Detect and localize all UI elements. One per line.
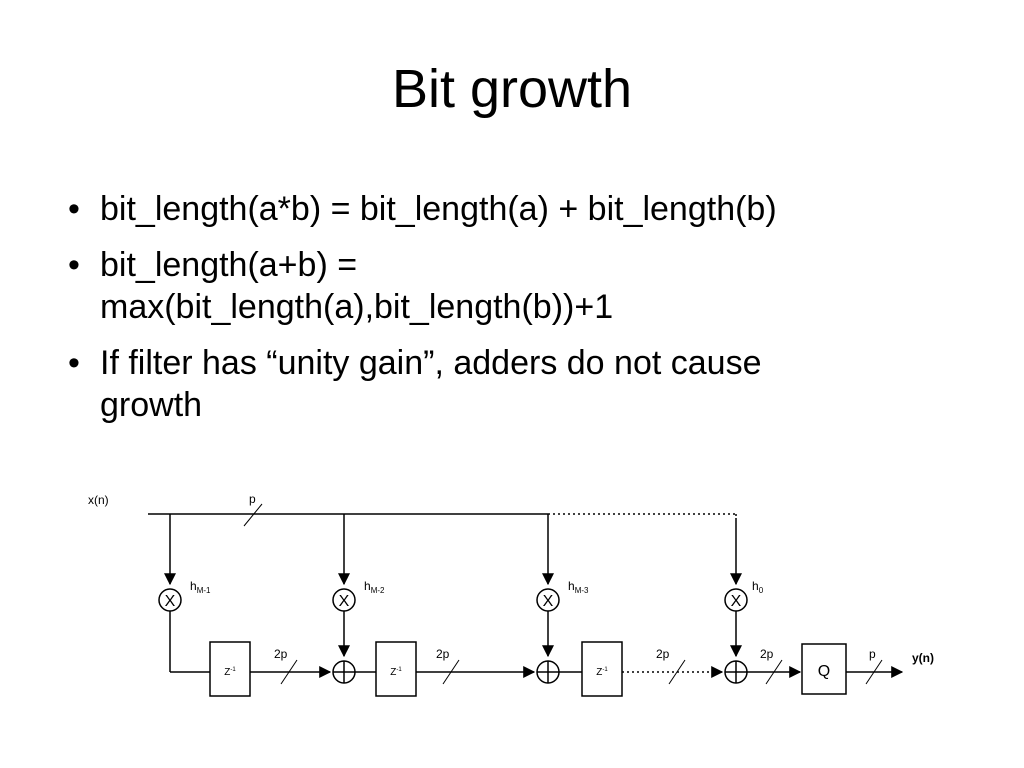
svg-text:Z-1: Z-1 (390, 667, 402, 678)
width-slash-3 (668, 659, 686, 685)
coeff-label-2: hM-2 (364, 579, 385, 595)
adder-2 (536, 660, 560, 684)
multiplier-symbol: X (543, 593, 554, 610)
bullet-text: max(bit_length(a),bit_length(b))+1 (100, 288, 614, 326)
bullet-text: If filter has “unity gain”, adders do no… (100, 344, 762, 382)
coeff-label-1: hM-1 (190, 579, 211, 595)
wire-width-label-5: p (869, 647, 876, 661)
multiplier-3: X (536, 588, 560, 612)
input-width-slash (243, 503, 263, 527)
coeff-label-3: hM-3 (568, 579, 589, 595)
bullet-dot: • (68, 344, 80, 382)
wire-width-label-3: 2p (656, 647, 670, 661)
wire-width-label-4: 2p (760, 647, 774, 661)
input-width-label: p (249, 492, 256, 506)
bullet-dot: • (68, 190, 80, 228)
wire-width-label-2: 2p (436, 647, 450, 661)
width-slash-1 (280, 659, 298, 685)
multiplier-2: X (332, 588, 356, 612)
bullet-text: bit_length(a*b) = bit_length(a) + bit_le… (100, 190, 777, 228)
delay-block-3: Z-1 (581, 641, 623, 697)
bullet-item-1: • bit_length(a*b) = bit_length(a) + bit_… (62, 188, 982, 230)
bullet-text: bit_length(a+b) = (100, 246, 358, 284)
adder-1 (332, 660, 356, 684)
bullet-item-2: • bit_length(a+b) = max(bit_length(a),bi… (62, 244, 982, 328)
multiplier-symbol: X (339, 593, 350, 610)
multiplier-symbol: X (165, 593, 176, 610)
delay-block-1: Z-1 (209, 641, 251, 697)
bullet-dot: • (68, 246, 80, 284)
delay-block-2: Z-1 (375, 641, 417, 697)
wire-width-label-1: 2p (274, 647, 288, 661)
width-slash-5 (865, 659, 883, 685)
bullet-list: • bit_length(a*b) = bit_length(a) + bit_… (62, 188, 982, 440)
multiplier-4: X (724, 588, 748, 612)
width-slash-4 (765, 659, 783, 685)
bullet-text: growth (100, 386, 203, 424)
width-slash-2 (442, 659, 460, 685)
bullet-item-3: • If filter has “unity gain”, adders do … (62, 342, 982, 426)
adder-3 (724, 660, 748, 684)
input-label: x(n) (88, 493, 109, 507)
coeff-label-4: h0 (752, 579, 764, 595)
svg-text:Z-1: Z-1 (596, 667, 608, 678)
quantizer-label: Q (818, 663, 830, 680)
slide-title: Bit growth (391, 59, 633, 119)
fir-filter-diagram: x(n) p X X X X hM-1 hM-2 hM-3 h0 Z-1 2p (88, 492, 934, 697)
svg-text:Z-1: Z-1 (224, 667, 236, 678)
output-label: y(n) (912, 651, 934, 665)
multiplier-symbol: X (731, 593, 742, 610)
quantizer-block: Q (801, 643, 847, 695)
multiplier-1: X (158, 588, 182, 612)
